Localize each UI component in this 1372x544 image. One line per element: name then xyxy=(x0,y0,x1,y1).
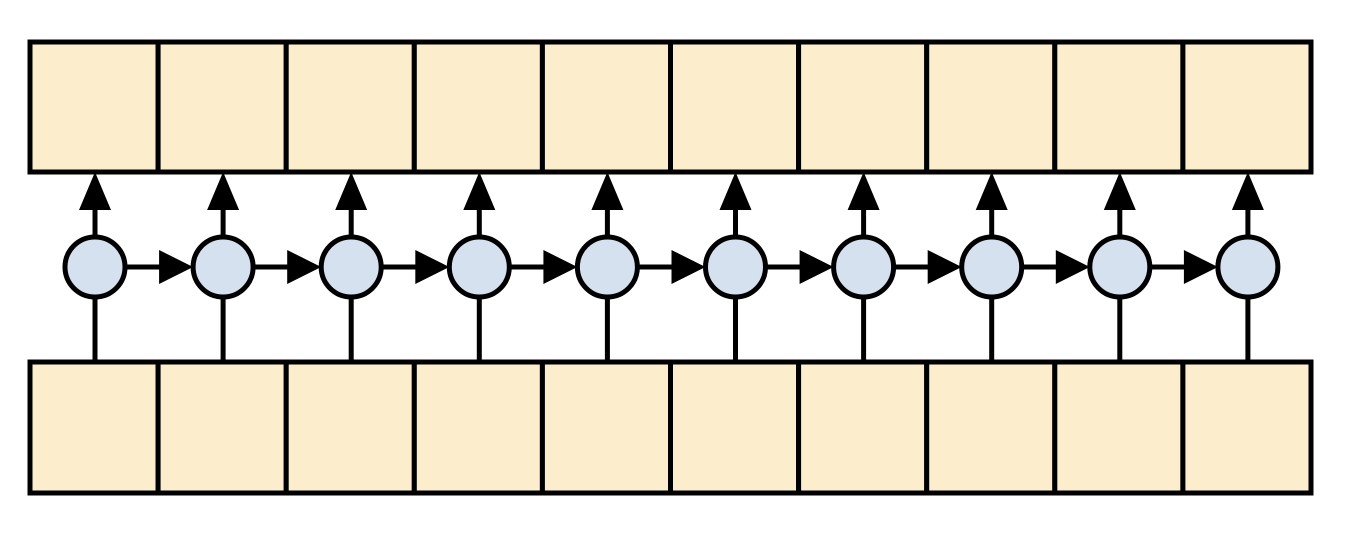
input-row-cell[interactable] xyxy=(283,359,417,496)
hidden-state-node[interactable] xyxy=(959,234,1025,300)
hidden-state-node[interactable] xyxy=(318,234,384,300)
input-row-cell[interactable] xyxy=(1180,359,1314,496)
hidden-to-hidden-arrow-head xyxy=(1183,250,1218,284)
hidden-state-node[interactable] xyxy=(190,234,256,300)
input-row-cell[interactable] xyxy=(1052,359,1186,496)
hidden-to-hidden-arrow-head xyxy=(543,250,578,284)
input-row-cell[interactable] xyxy=(27,359,161,496)
hidden-to-hidden-arrow-head xyxy=(799,250,834,284)
hidden-state-node[interactable] xyxy=(1087,234,1153,300)
output-row-cell[interactable] xyxy=(796,39,930,175)
hidden-state-node[interactable] xyxy=(831,234,897,300)
hidden-to-output-arrow-head xyxy=(463,172,496,210)
hidden-state-node[interactable] xyxy=(62,234,128,300)
output-row-cell[interactable] xyxy=(1052,39,1186,175)
hidden-to-output-arrows xyxy=(79,172,1264,237)
hidden-to-hidden-arrows xyxy=(125,250,1218,284)
hidden-to-hidden-arrow-head xyxy=(415,250,450,284)
output-row-cell[interactable] xyxy=(1180,39,1314,175)
hidden-to-hidden-arrow-head xyxy=(1055,250,1090,284)
input-row-cell[interactable] xyxy=(668,359,802,496)
output-row-cell[interactable] xyxy=(27,39,161,175)
input-row xyxy=(27,359,1314,496)
hidden-state-node[interactable] xyxy=(574,234,640,300)
input-to-hidden-connectors xyxy=(92,297,1251,362)
output-row-cell[interactable] xyxy=(668,39,802,175)
hidden-to-hidden-arrow-head xyxy=(287,250,322,284)
hidden-to-output-arrow-head xyxy=(591,172,624,210)
output-row-cell[interactable] xyxy=(539,39,674,175)
hidden-to-hidden-arrow-head xyxy=(159,250,194,284)
input-row-cell[interactable] xyxy=(155,359,289,496)
hidden-state-node[interactable] xyxy=(446,234,512,300)
output-row-cell[interactable] xyxy=(924,39,1058,175)
input-row-cell[interactable] xyxy=(924,359,1058,496)
hidden-to-output-arrow-head xyxy=(975,172,1008,210)
input-row-cell[interactable] xyxy=(796,359,930,496)
hidden-to-output-arrow-head xyxy=(719,172,752,210)
hidden-to-output-arrow-head xyxy=(79,172,111,210)
output-row-cell[interactable] xyxy=(411,39,545,175)
hidden-to-output-arrow-head xyxy=(1103,172,1136,210)
hidden-state-node[interactable] xyxy=(703,234,768,300)
output-row xyxy=(27,39,1314,175)
hidden-to-output-arrow-head xyxy=(1231,172,1264,210)
hidden-to-output-arrow-head xyxy=(335,172,368,210)
hidden-to-output-arrow-head xyxy=(207,172,240,210)
hidden-to-hidden-arrow-head xyxy=(927,250,962,284)
hidden-to-output-arrow-head xyxy=(847,172,880,210)
input-row-cell[interactable] xyxy=(411,359,545,496)
output-row-cell[interactable] xyxy=(155,39,289,175)
output-row-cell[interactable] xyxy=(283,39,417,175)
hidden-row xyxy=(62,234,1281,300)
hidden-to-hidden-arrow-head xyxy=(671,250,706,284)
hidden-state-node[interactable] xyxy=(1215,234,1281,300)
input-row-cell[interactable] xyxy=(539,359,674,496)
